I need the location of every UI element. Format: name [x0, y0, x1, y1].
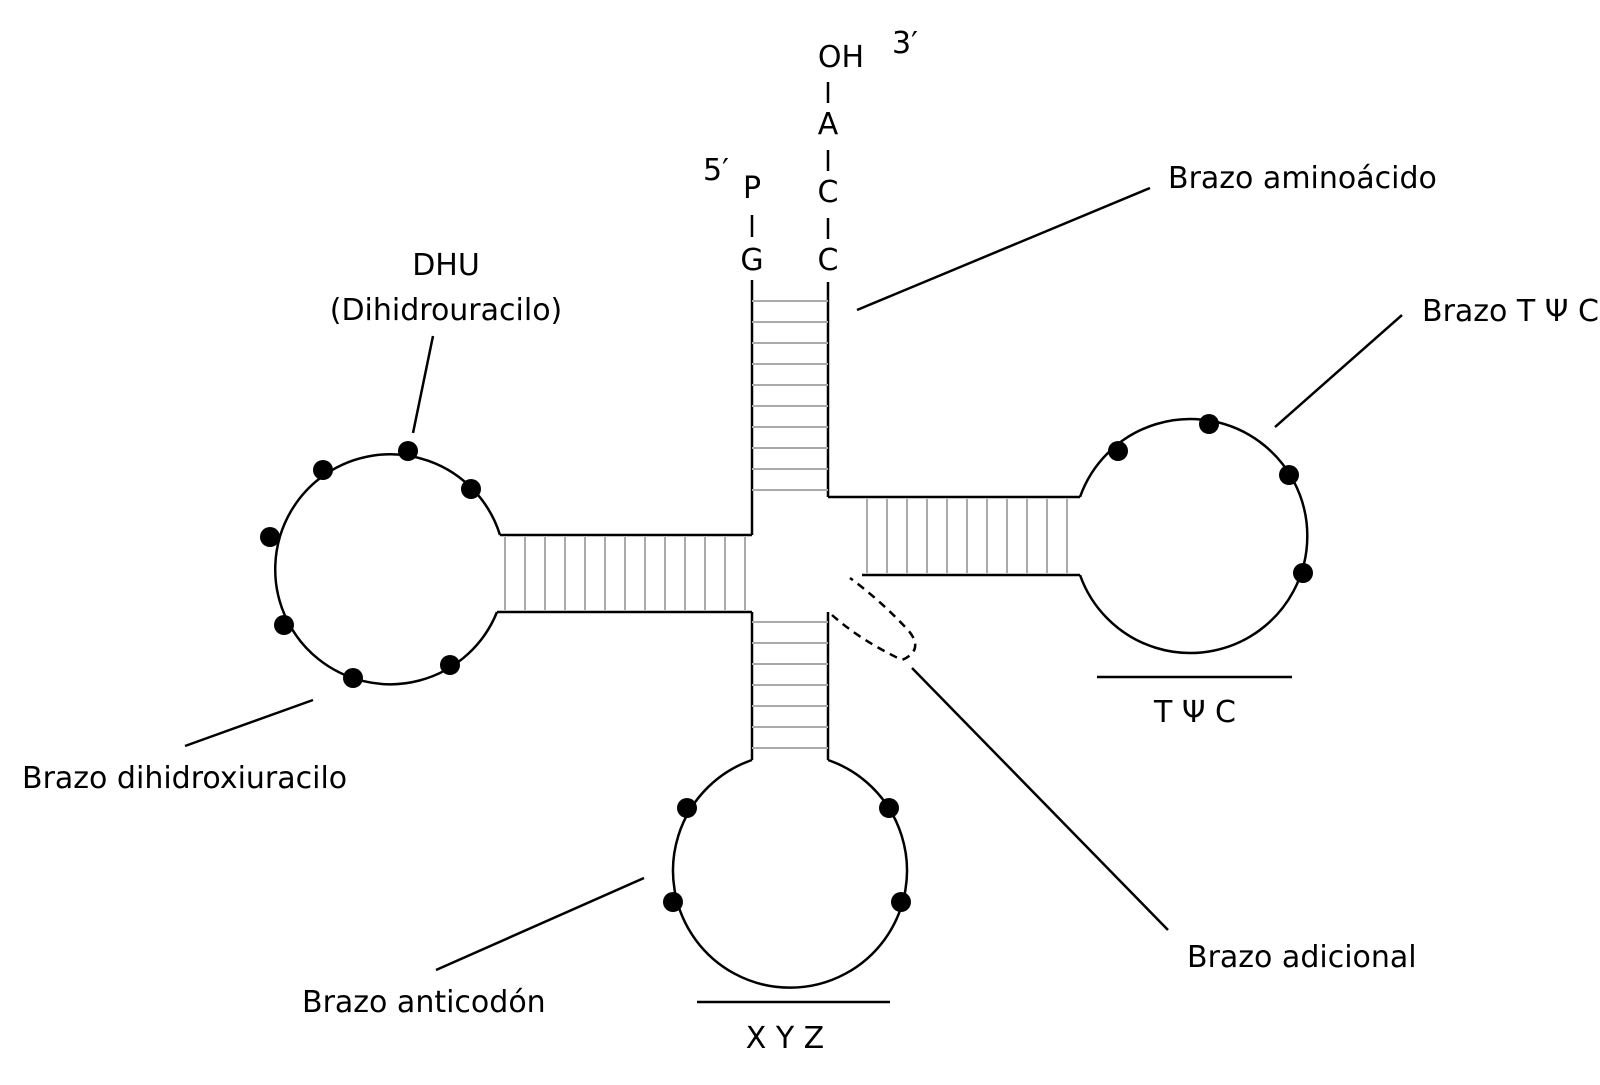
- acceptor-stem-base-pairs: [752, 300, 828, 491]
- dhu-subtitle: (Dihidrouracilo): [330, 293, 563, 328]
- leader-brazo-dihidroxiuracilo: [184, 698, 314, 748]
- nucleotide-c: C: [818, 243, 839, 278]
- anticodon-loop: [671, 758, 909, 989]
- d-loop-dot: [313, 460, 333, 480]
- nucleotide-c: C: [818, 175, 839, 210]
- d-loop-dot: [260, 527, 280, 547]
- tpsic-loop-dot: [1279, 465, 1299, 485]
- five-prime-label: 5′: [703, 153, 729, 188]
- variable-loop-dashed: [831, 576, 917, 662]
- d-loop-dot: [461, 479, 481, 499]
- tpsic-loop-dot: [1108, 441, 1128, 461]
- brazo-adicional-label: Brazo adicional: [1187, 940, 1417, 975]
- nucleotide-g: G: [740, 243, 763, 278]
- anticodon-label: X Y Z: [746, 1021, 825, 1056]
- leader-brazo-aminoacido: [856, 186, 1151, 312]
- dhu-title: DHU: [412, 248, 480, 283]
- anticodon-loop-nucleotides: [663, 798, 911, 912]
- brazo-anticodon-label: Brazo anticodón: [302, 985, 546, 1020]
- nucleotide-a: A: [818, 107, 839, 142]
- brazo-tpsic-label: Brazo T Ψ C: [1422, 294, 1599, 329]
- leader-brazo-tpsic: [1274, 314, 1403, 428]
- five-prime-sequence: P G: [740, 171, 763, 278]
- anticodon-arm-base-pairs: [752, 621, 828, 749]
- brazo-dihidroxiuracilo-label: Brazo dihidroxiuracilo: [22, 761, 347, 796]
- d-loop-dot: [343, 668, 363, 688]
- d-loop: [273, 453, 502, 686]
- tpsic-loop: [1078, 417, 1309, 655]
- tpsic-sequence-label: T Ψ C: [1153, 695, 1236, 730]
- anticodon-loop-dot: [891, 892, 911, 912]
- tpsic-arm-base-pairs: [866, 499, 1068, 573]
- anticodon-loop-dot: [879, 798, 899, 818]
- phosphate-p: P: [743, 171, 761, 206]
- three-prime-label: 3′: [892, 26, 918, 61]
- tpsic-loop-nucleotides: [1108, 414, 1313, 583]
- oh-label: OH: [818, 40, 864, 75]
- d-loop-dot: [440, 655, 460, 675]
- d-loop-dot: [398, 441, 418, 461]
- d-arm-base-pairs: [504, 537, 746, 610]
- leader-dhu: [411, 335, 435, 434]
- anticodon-loop-dot: [663, 892, 683, 912]
- leader-brazo-anticodon: [435, 876, 645, 972]
- brazo-aminoacido-label: Brazo aminoácido: [1168, 161, 1437, 196]
- d-loop-dot: [274, 615, 294, 635]
- anticodon-loop-dot: [677, 798, 697, 818]
- acceptor-stem-sequence: OH A C C: [818, 40, 865, 278]
- tpsic-loop-dot: [1293, 563, 1313, 583]
- leader-brazo-adicional: [911, 667, 1169, 931]
- tpsic-loop-dot: [1199, 414, 1219, 434]
- d-loop-nucleotides: [260, 441, 481, 688]
